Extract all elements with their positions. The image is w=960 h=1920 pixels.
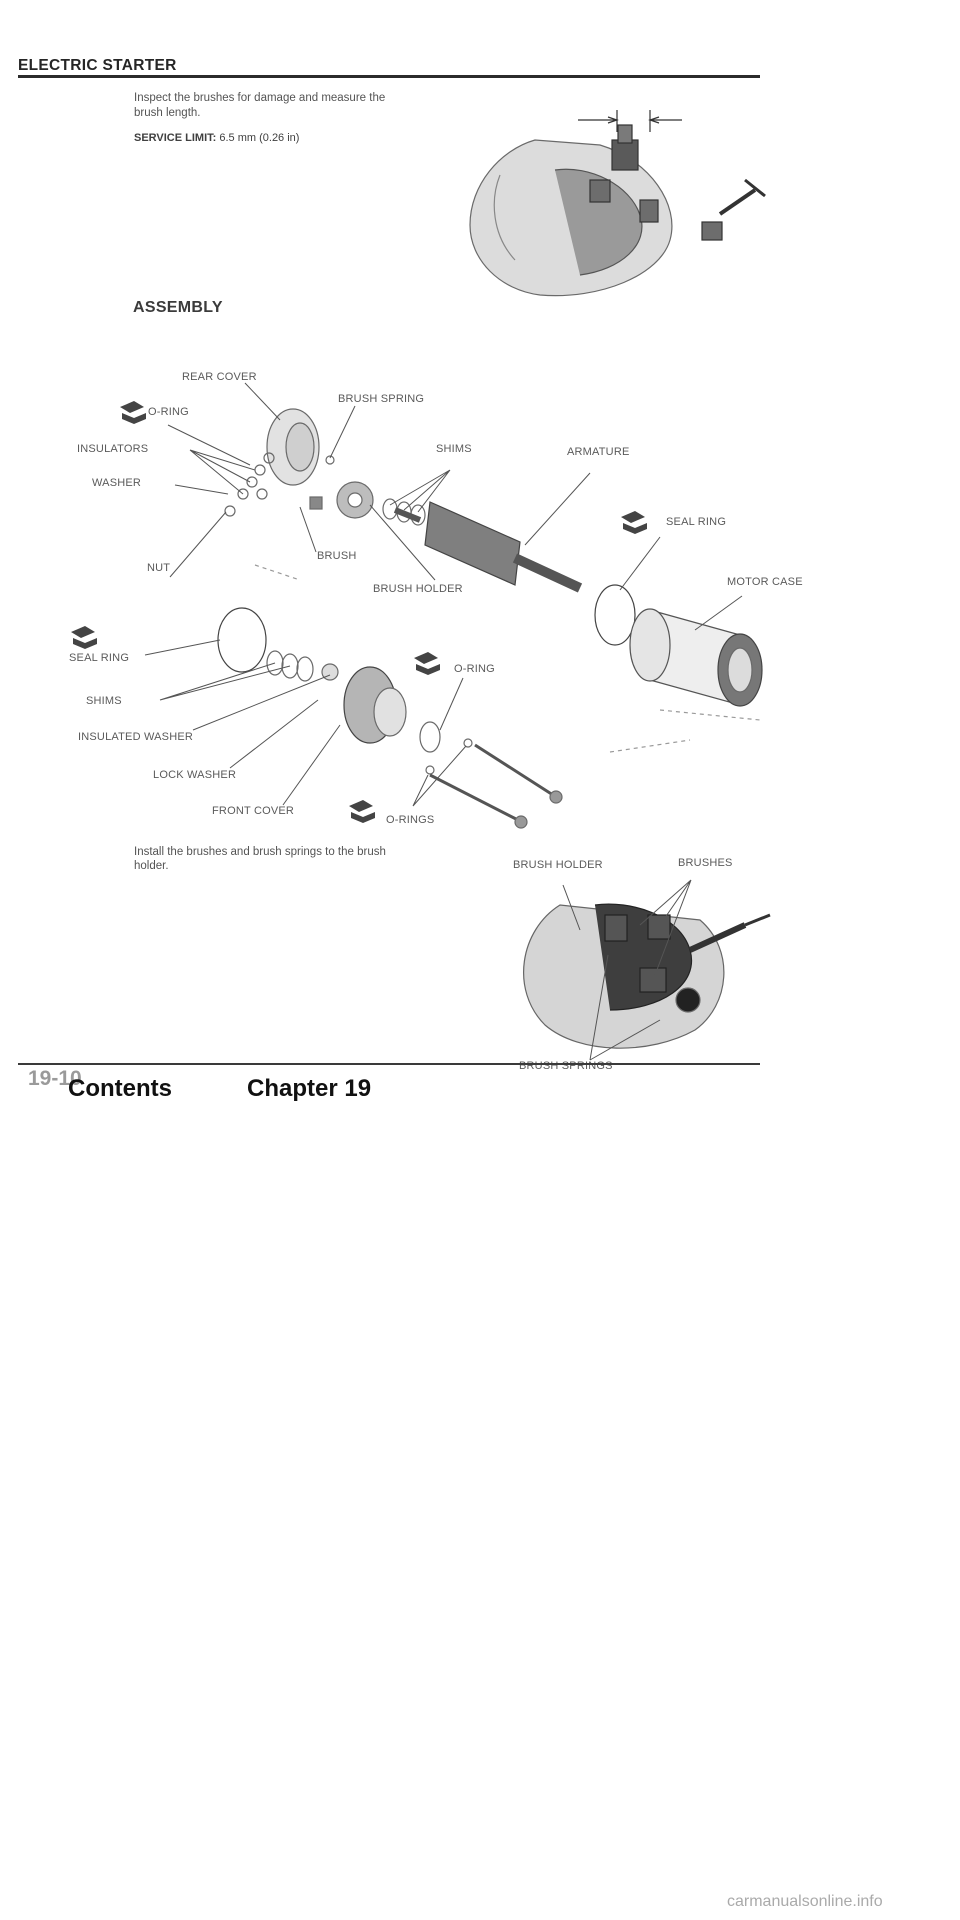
label-shims-top: SHIMS [436, 443, 472, 455]
label-install-brushes: BRUSHES [678, 857, 733, 869]
section-title: ELECTRIC STARTER [18, 57, 177, 74]
label-lock-washer: LOCK WASHER [153, 769, 237, 781]
install-text-line2: holder. [134, 860, 169, 872]
header-rule [18, 75, 760, 78]
service-limit: SERVICE LIMIT: 6.5 mm (0.26 in) [134, 132, 299, 144]
service-limit-label: SERVICE LIMIT: [134, 132, 217, 144]
label-washer: WASHER [92, 477, 142, 489]
label-brush: BRUSH [317, 550, 357, 562]
label-install-brush-holder: BRUSH HOLDER [513, 859, 603, 871]
inspect-text-line2: brush length. [134, 107, 201, 119]
assembly-heading: ASSEMBLY [133, 299, 223, 316]
exploded-assembly-drawing [71, 382, 763, 829]
label-insulated-washer: INSULATED WASHER [78, 731, 194, 743]
contents-link[interactable]: Contents [68, 1075, 172, 1102]
label-shims-bottom: SHIMS [86, 695, 122, 707]
chapter-link[interactable]: Chapter 19 [247, 1075, 372, 1102]
brush-holder-inspection-drawing [469, 110, 766, 297]
brush-holder-install-drawing [523, 879, 771, 1061]
label-o-ring-mid: O-RING [454, 663, 495, 675]
label-seal-ring-left: SEAL RING [69, 652, 130, 664]
label-insulators: INSULATORS [77, 443, 149, 455]
service-limit-value: 6.5 mm (0.26 in) [219, 132, 300, 144]
label-o-ring-top: O-RING [148, 406, 189, 418]
label-armature: ARMATURE [567, 446, 630, 458]
watermark-footer: carmanualsonline.info [727, 1893, 883, 1910]
label-brush-holder: BRUSH HOLDER [373, 583, 463, 595]
footer-rule [18, 1063, 760, 1065]
label-install-brush-springs: BRUSH SPRINGS [519, 1060, 613, 1072]
label-brush-spring: BRUSH SPRING [338, 393, 425, 405]
install-text-line1: Install the brushes and brush springs to… [134, 846, 386, 858]
page-number: 19-10 [28, 1067, 82, 1090]
label-nut: NUT [147, 562, 171, 574]
label-o-rings: O-RINGS [386, 814, 435, 826]
label-front-cover: FRONT COVER [212, 805, 295, 817]
inspect-text-line1: Inspect the brushes for damage and measu… [134, 92, 386, 104]
label-seal-ring-right: SEAL RING [666, 516, 727, 528]
label-rear-cover: REAR COVER [182, 371, 257, 383]
label-motor-case: MOTOR CASE [727, 576, 803, 588]
